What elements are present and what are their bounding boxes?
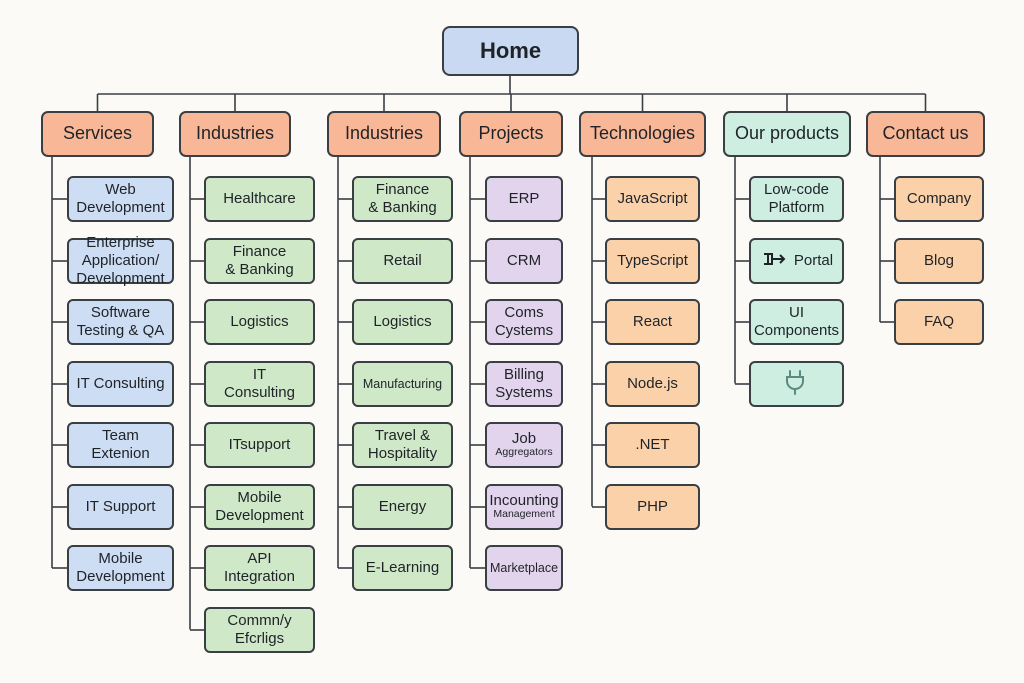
item-industries-2-2[interactable]: Logistics	[352, 299, 453, 345]
item-label: Mobile Development	[76, 550, 165, 585]
header-projects[interactable]: Projects	[459, 111, 563, 157]
item-label: PHP	[637, 498, 668, 516]
item-label: Company	[906, 190, 972, 208]
item-industries-1-6[interactable]: API Integration	[204, 545, 315, 591]
item-our-products-3[interactable]	[749, 361, 844, 407]
item-industries-2-6[interactable]: E-Learning	[352, 545, 453, 591]
item-label: UI Components	[753, 304, 840, 339]
item-label: Portal	[793, 252, 834, 270]
item-label: Manufacturing	[362, 376, 443, 391]
item-projects-1[interactable]: CRM	[485, 238, 563, 284]
item-technologies-3[interactable]: Node.js	[605, 361, 700, 407]
item-technologies-5[interactable]: PHP	[605, 484, 700, 530]
item-label: Logistics	[230, 313, 289, 331]
item-label: TypeScript	[617, 252, 688, 270]
item-our-products-0[interactable]: Low-code Platform	[749, 176, 844, 222]
item-label: API Integration	[224, 550, 295, 585]
item-label: Mobile Development	[215, 489, 304, 524]
item-label: React	[632, 313, 673, 331]
item-label: Billing Systems	[495, 366, 553, 401]
item-label: Coms Cystems	[494, 304, 554, 339]
item-our-products-1[interactable]: Portal	[749, 238, 844, 284]
header-industries-1[interactable]: Industries	[179, 111, 291, 157]
item-services-6[interactable]: Mobile Development	[67, 545, 174, 591]
item-label: .NET	[635, 436, 670, 454]
item-contact-us-0[interactable]: Company	[894, 176, 984, 222]
item-industries-1-3[interactable]: IT Consulting	[204, 361, 315, 407]
item-contact-us-2[interactable]: FAQ	[894, 299, 984, 345]
item-services-3[interactable]: IT Consulting	[67, 361, 174, 407]
item-industries-1-0[interactable]: Healthcare	[204, 176, 315, 222]
item-label: Finance & Banking	[225, 243, 294, 278]
item-label: JavaScript	[617, 190, 688, 208]
item-label: Software Testing & QA	[76, 304, 165, 339]
item-industries-2-0[interactable]: Finance & Banking	[352, 176, 453, 222]
header-our-products[interactable]: Our products	[723, 111, 851, 157]
item-label: Node.js	[627, 375, 678, 393]
item-label: ERP	[508, 190, 540, 208]
item-label: IT Consulting	[76, 375, 165, 393]
item-technologies-1[interactable]: TypeScript	[605, 238, 700, 284]
item-industries-1-2[interactable]: Logistics	[204, 299, 315, 345]
item-technologies-2[interactable]: React	[605, 299, 700, 345]
item-label: IT Consulting	[224, 366, 295, 401]
item-label: Enterprise Application/ Development	[76, 234, 165, 287]
item-technologies-0[interactable]: JavaScript	[605, 176, 700, 222]
plug-icon	[781, 368, 809, 401]
item-industries-1-4[interactable]: ITsupport	[204, 422, 315, 468]
item-label: Finance & Banking	[368, 181, 437, 216]
item-label: CRM	[506, 252, 542, 270]
item-projects-3[interactable]: Billing Systems	[485, 361, 563, 407]
header-industries-2[interactable]: Industries	[327, 111, 441, 157]
item-label: Marketplace	[489, 560, 559, 575]
item-label: Logistics	[373, 313, 432, 331]
item-technologies-4[interactable]: .NET	[605, 422, 700, 468]
item-label: Healthcare	[223, 190, 296, 208]
item-label: Retail	[383, 252, 422, 270]
item-services-4[interactable]: Team Extenion	[67, 422, 174, 468]
item-industries-2-5[interactable]: Energy	[352, 484, 453, 530]
item-label: E-Learning	[365, 559, 440, 577]
item-projects-6[interactable]: Marketplace	[485, 545, 563, 591]
home-node[interactable]: Home	[442, 26, 579, 76]
item-services-2[interactable]: Software Testing & QA	[67, 299, 174, 345]
item-industries-2-3[interactable]: Manufacturing	[352, 361, 453, 407]
item-services-1[interactable]: Enterprise Application/ Development	[67, 234, 174, 287]
item-industries-2-1[interactable]: Retail	[352, 238, 453, 284]
item-industries-2-4[interactable]: Travel & Hospitality	[352, 422, 453, 468]
header-technologies[interactable]: Technologies	[579, 111, 706, 157]
item-industries-1-5[interactable]: Mobile Development	[204, 484, 315, 530]
item-projects-0[interactable]: ERP	[485, 176, 563, 222]
item-label: ITsupport	[228, 436, 291, 454]
item-services-0[interactable]: Web Development	[67, 176, 174, 222]
item-contact-us-1[interactable]: Blog	[894, 238, 984, 284]
item-label: FAQ	[923, 313, 954, 331]
item-label: Travel & Hospitality	[367, 427, 438, 462]
item-our-products-2[interactable]: UI Components	[749, 299, 844, 345]
item-label: Web Development	[76, 181, 165, 216]
header-contact-us[interactable]: Contact us	[866, 111, 985, 157]
item-label: Commn/y Efcrligs	[227, 612, 292, 647]
item-label: Blog	[923, 252, 955, 270]
item-services-5[interactable]: IT Support	[67, 484, 174, 530]
item-label: Team Extenion	[91, 427, 150, 462]
item-industries-1-7[interactable]: Commn/y Efcrligs	[204, 607, 315, 653]
item-label: IT Support	[85, 498, 156, 516]
portal-icon	[760, 250, 790, 273]
item-projects-2[interactable]: Coms Cystems	[485, 299, 563, 345]
item-industries-1-1[interactable]: Finance & Banking	[204, 238, 315, 284]
item-label: Low-code Platform	[763, 181, 830, 216]
item-label: Energy	[378, 498, 427, 516]
header-services[interactable]: Services	[41, 111, 154, 157]
